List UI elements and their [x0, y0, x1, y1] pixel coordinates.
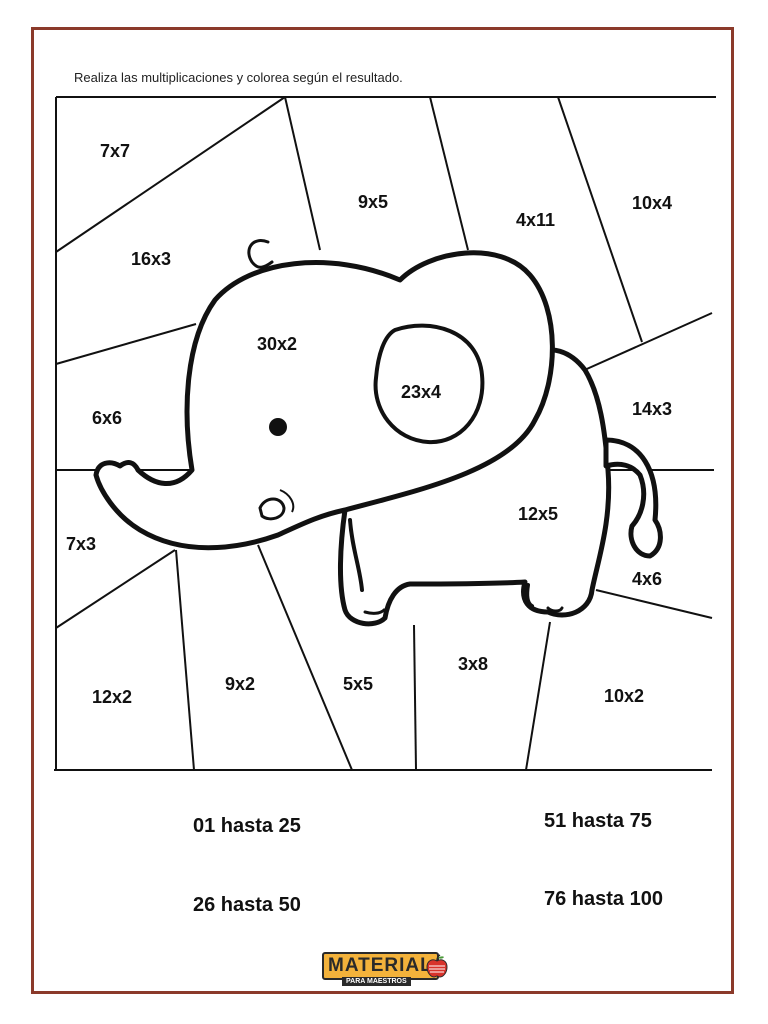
eye-icon — [269, 418, 287, 436]
problem-10x2: 10x2 — [604, 686, 644, 706]
brand-logo: MATERIAL PARA MAESTROS — [322, 950, 452, 990]
legend-range-1-25: 01 hasta 25 — [193, 815, 301, 837]
apple-icon — [426, 954, 448, 978]
problem-9x5: 9x5 — [358, 192, 388, 212]
page-border — [31, 27, 734, 994]
logo-word: MATERIAL — [322, 952, 439, 980]
problem-4x6: 4x6 — [632, 569, 662, 589]
problem-16x3: 16x3 — [131, 249, 171, 269]
mouth — [258, 497, 286, 521]
problem-9x2: 9x2 — [225, 674, 255, 694]
problem-23x4: 23x4 — [401, 382, 441, 402]
hair-curl — [247, 239, 274, 269]
problem-10x4: 10x4 — [632, 193, 672, 213]
problem-12x5: 12x5 — [518, 504, 558, 524]
problem-6x6: 6x6 — [92, 408, 122, 428]
problem-7x7: 7x7 — [100, 141, 130, 161]
instruction-text: Realiza las multiplicaciones y colorea s… — [74, 70, 403, 85]
mouth-crease — [279, 489, 295, 513]
problem-30x2: 30x2 — [257, 334, 297, 354]
legend-range-51-75: 51 hasta 75 — [544, 810, 652, 832]
problem-3x8: 3x8 — [458, 654, 488, 674]
legend-range-26-50: 26 hasta 50 — [193, 894, 301, 916]
legend-range-76-100: 76 hasta 100 — [544, 888, 663, 910]
problem-14x3: 14x3 — [632, 399, 672, 419]
region-lines — [54, 96, 716, 771]
logo-subtitle: PARA MAESTROS — [342, 977, 411, 986]
problem-12x2: 12x2 — [92, 687, 132, 707]
problem-7x3: 7x3 — [66, 534, 96, 554]
problem-4x11: 4x11 — [516, 210, 555, 230]
problem-5x5: 5x5 — [343, 674, 373, 694]
elephant — [93, 250, 663, 627]
